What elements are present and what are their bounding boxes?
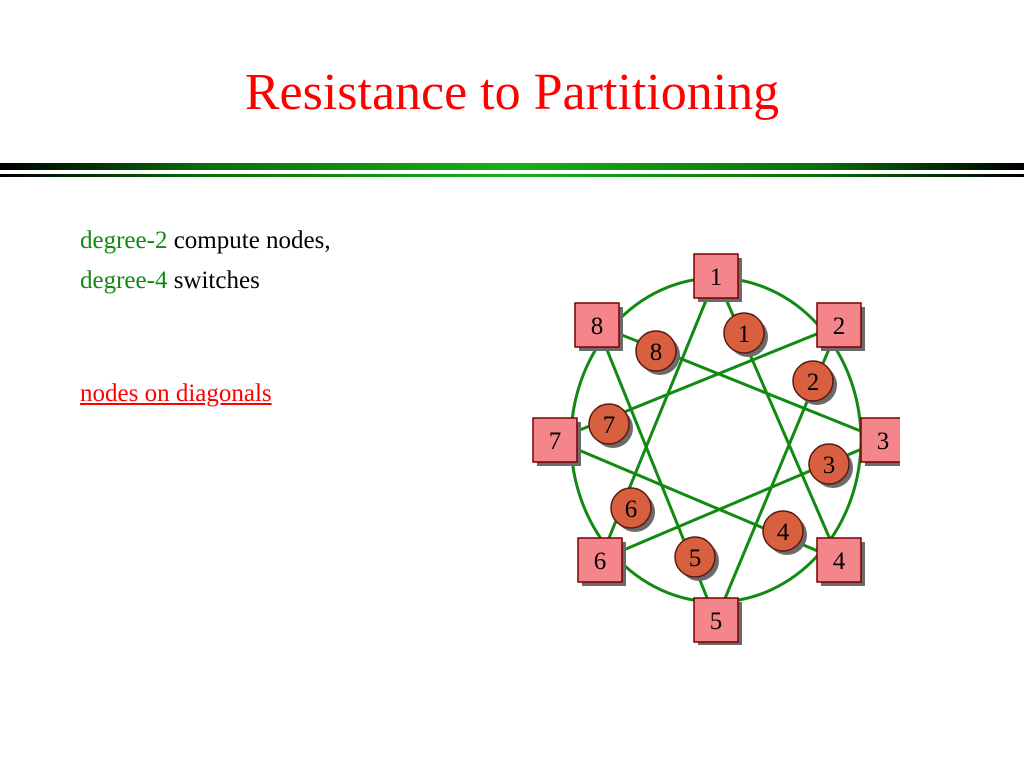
compute-node-circle: [723, 312, 765, 354]
compute-node-label: 5: [689, 545, 702, 572]
switch-label: 2: [833, 313, 846, 340]
switch: 1: [693, 253, 742, 302]
switches: 1 2 3 4 5 6 7 8: [532, 253, 900, 645]
compute-node: 2: [792, 360, 837, 405]
compute-node-label: 4: [777, 519, 790, 546]
compute-node-label: 7: [603, 412, 616, 439]
compute-node-label: 3: [823, 452, 836, 479]
compute-nodes: 1 2 3 4 5 6 7 8: [588, 312, 853, 581]
compute-node: 7: [588, 403, 633, 448]
partition-diagram: 1 2 3 4 5 6 7 8 1 2 3 4 5 6 7 8: [532, 253, 900, 645]
switch-label: 1: [710, 264, 723, 291]
switch: 7: [532, 417, 581, 466]
switch-label: 8: [591, 313, 604, 340]
compute-node: 5: [674, 536, 719, 581]
switch: 6: [577, 537, 626, 586]
switch-label: 4: [833, 548, 846, 575]
switch: 5: [693, 597, 742, 645]
compute-node-circle: [808, 443, 850, 485]
compute-node-circle: [610, 487, 652, 529]
nodes-on-diagonals-link[interactable]: nodes on diagonals: [80, 380, 272, 407]
switch-label: 3: [877, 428, 890, 455]
switch-box: [532, 417, 578, 463]
slide-title: Resistance to Partitioning: [244, 64, 780, 121]
compute-node-circle: [674, 536, 716, 578]
degree-4-line: degree-4 switches: [80, 266, 260, 296]
degree-4-label: degree-4: [80, 267, 168, 294]
switch-label: 7: [549, 428, 562, 455]
switch: 4: [816, 537, 865, 586]
compute-node: 1: [723, 312, 768, 357]
compute-node-label: 2: [807, 369, 820, 396]
compute-node-circle: [635, 330, 677, 372]
switches-text: switches: [167, 267, 260, 294]
switch-box: [693, 253, 739, 299]
switch-box: [577, 537, 623, 583]
compute-node-label: 6: [625, 496, 638, 523]
nodes-on-diagonals-line: nodes on diagonals: [80, 379, 272, 409]
switch: 8: [574, 302, 623, 351]
degree-2-label: degree-2: [80, 227, 168, 254]
switch: 3: [860, 417, 900, 466]
title-divider: [0, 160, 1024, 182]
switch-label: 5: [710, 608, 723, 635]
compute-node-circle: [792, 360, 834, 402]
switch: 2: [816, 302, 865, 351]
switch-label: 6: [594, 548, 607, 575]
compute-node: 8: [635, 330, 680, 375]
compute-node-label: 8: [650, 339, 663, 366]
divider-thick-line: [0, 163, 1024, 170]
compute-node: 6: [610, 487, 655, 532]
divider-thin-line: [0, 174, 1024, 177]
degree-2-line: degree-2 compute nodes,: [80, 226, 331, 256]
compute-node-circle: [762, 510, 804, 552]
compute-node-circle: [588, 403, 630, 445]
compute-node: 3: [808, 443, 853, 488]
switch-box: [816, 537, 862, 583]
switch-box: [574, 302, 620, 348]
switch-box: [860, 417, 900, 463]
switch-box: [693, 597, 739, 643]
compute-node: 4: [762, 510, 807, 555]
switch-box: [816, 302, 862, 348]
compute-nodes-text: compute nodes,: [167, 227, 331, 254]
compute-node-label: 1: [738, 321, 751, 348]
